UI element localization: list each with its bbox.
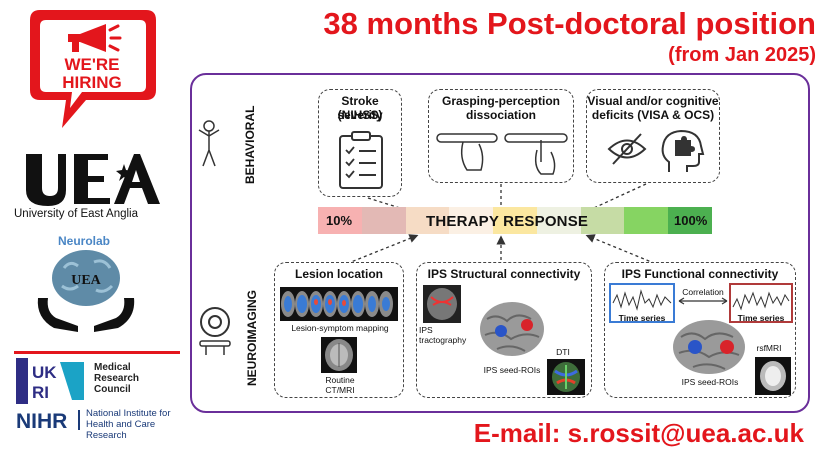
grasp-hand-icon — [436, 133, 568, 175]
ukri-logo-icon: UK RI — [16, 358, 84, 404]
hiring-badge: WE'RE HIRING — [22, 4, 162, 132]
study-diagram-frame — [190, 73, 810, 413]
ips-caption: IPS — [419, 325, 433, 335]
lesion-map-strip — [280, 287, 398, 321]
bar-segment — [449, 207, 494, 234]
svg-text:NIHR: NIHR — [16, 410, 67, 432]
svg-text:RI: RI — [32, 383, 49, 402]
bar-segment — [493, 207, 537, 234]
lesion-location-box: Lesion location Lesion-symptom mapping R… — [274, 262, 404, 398]
therapy-response-label: THERAPY RESPONSE — [426, 213, 589, 230]
bar-segment — [624, 207, 669, 234]
therapy-low-label: 10% — [326, 213, 353, 228]
uea-logo-icon — [26, 154, 160, 206]
structural-connectivity-box: IPS Structural connectivity IPS tractogr… — [416, 262, 592, 398]
therapy-high-label: 100% — [674, 213, 708, 228]
person-icon — [198, 120, 220, 167]
stroke-severity-box: Stroke severity (NIHSS) — [318, 89, 402, 197]
brain-seed-roi-image — [673, 320, 745, 374]
eye-slash-icon — [607, 133, 647, 165]
time-series-caption-left: Time series — [618, 313, 666, 323]
brain-seed-roi-image — [480, 302, 544, 356]
bar-segment — [668, 207, 713, 234]
grasping-perception-box: Grasping-perception dissociation — [428, 89, 574, 183]
visual-cognitive-box: Visual and/or cognitive deficits (VISA &… — [586, 89, 720, 183]
time-series-caption-right: Time series — [737, 313, 785, 323]
nihr-logo-icon: NIHR — [16, 410, 80, 432]
double-arrow-icon — [678, 297, 728, 305]
routine-caption: Routine — [325, 375, 355, 385]
bar-segment — [318, 207, 362, 234]
badge-line-1: WE'RE — [64, 55, 120, 74]
mrc-name: Medical Research Council — [94, 362, 140, 395]
megaphone-icon — [68, 24, 122, 52]
ctmri-caption: CT/MRI — [325, 385, 355, 395]
therapy-response-bar — [318, 207, 713, 234]
rsfmri-image — [755, 357, 791, 395]
funder-logos: UK RI Medical Research Council NIHR Nati… — [14, 351, 180, 441]
correlation-caption: Correlation — [682, 287, 724, 297]
svg-text:UK: UK — [32, 363, 57, 382]
neurolab-brain-icon: UEA — [37, 250, 135, 332]
badge-line-2: HIRING — [62, 73, 122, 92]
head-puzzle-icon — [661, 129, 705, 172]
tractography-caption: tractography — [419, 335, 467, 345]
page-title: 38 months Post-doctoral position — [323, 6, 816, 41]
page-subtitle: (from Jan 2025) — [668, 44, 816, 66]
functional-connectivity-box: IPS Functional connectivity Time series … — [604, 262, 796, 398]
contact-email[interactable]: E-mail: s.rossit@uea.ac.uk — [473, 418, 804, 448]
speech-bubble-icon — [30, 10, 156, 128]
behavioral-label: BEHAVIORAL — [243, 105, 257, 184]
clipboard-checklist-icon — [339, 131, 383, 189]
bar-segment — [536, 207, 581, 234]
uea-caption: University of East Anglia — [14, 208, 139, 220]
scanner-icon — [199, 307, 231, 355]
time-series-chart-right — [729, 283, 793, 323]
time-series-chart-left — [609, 283, 675, 323]
bar-segment — [580, 207, 625, 234]
tractography-image — [423, 285, 461, 323]
dti-image — [547, 359, 585, 395]
neurolab-title: Neurolab — [58, 234, 111, 248]
lesion-mapping-caption: Lesion-symptom mapping — [291, 323, 389, 333]
svg-text:UEA: UEA — [71, 273, 101, 288]
rsfmri-caption: rsfMRI — [756, 343, 782, 353]
ips-seed-caption: IPS seed-ROIs — [483, 365, 541, 375]
bar-segment — [361, 207, 406, 234]
nihr-name: National Institute for Health and Care R… — [86, 408, 171, 441]
bar-segment — [405, 207, 450, 234]
neuroimaging-label: NEUROIMAGING — [245, 290, 259, 386]
ips-seed-caption-functional: IPS seed-ROIs — [681, 377, 739, 387]
brain-scan-image — [321, 337, 357, 373]
dti-caption: DTI — [556, 347, 570, 357]
